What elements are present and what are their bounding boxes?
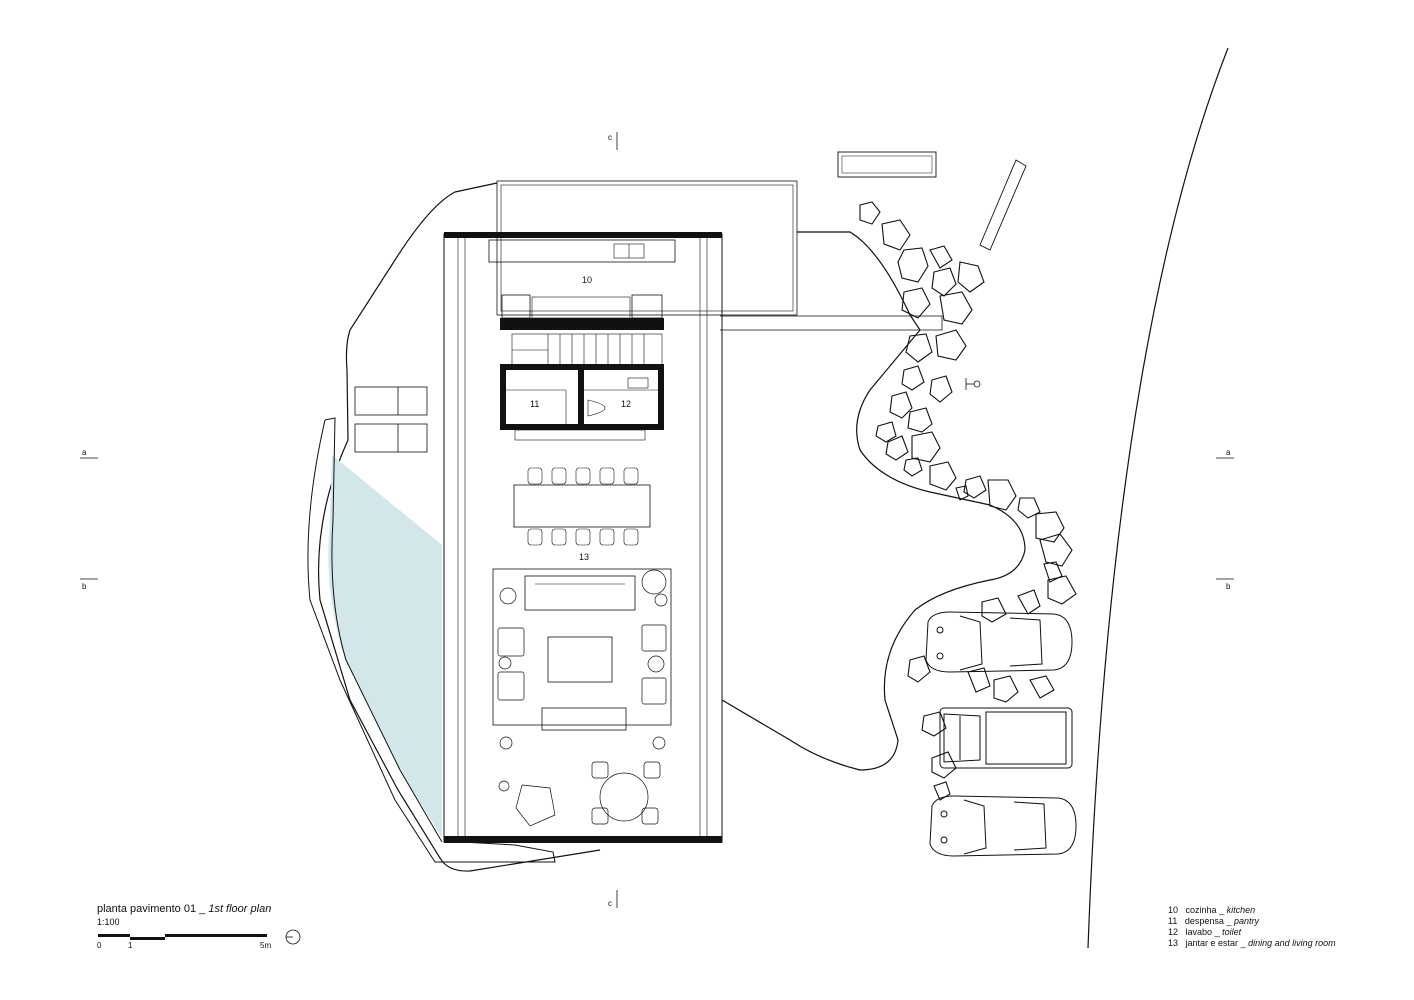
lawn-outline xyxy=(721,231,1026,771)
stepping-stones xyxy=(859,201,1077,801)
room-label-toilet: 12 xyxy=(621,399,631,409)
staircase xyxy=(511,333,663,367)
legend-row: 12 lavabo _ toilet xyxy=(1168,927,1242,937)
section-markers xyxy=(80,132,1234,908)
car-1 xyxy=(925,611,1073,673)
scale-label-1: 1 xyxy=(128,941,133,950)
section-mark-a-right: a xyxy=(1226,448,1231,457)
bench xyxy=(979,159,1027,251)
scale-label-5m: 5m xyxy=(260,941,272,950)
dining-chairs xyxy=(527,467,639,546)
dining-table xyxy=(513,484,651,528)
coffee-table xyxy=(547,636,613,683)
legend-row: 11 despensa _ pantry xyxy=(1168,916,1259,926)
caption-scale: 1:100 xyxy=(97,917,120,927)
sofa xyxy=(524,575,636,611)
pool-edge xyxy=(324,417,443,843)
scale-label-0: 0 xyxy=(97,941,102,950)
caption-title-pt: planta pavimento 01 xyxy=(97,903,197,915)
legend-row: 13 jantar e estar _ dining and living ro… xyxy=(1168,938,1336,948)
armchairs xyxy=(497,569,668,705)
lounge-furniture xyxy=(498,736,666,827)
service-block-walls xyxy=(500,364,664,430)
road-edge xyxy=(1087,47,1229,949)
car-2 xyxy=(929,795,1077,857)
terrace-outline xyxy=(317,182,601,872)
drawing-caption: planta pavimento 01 _ 1st floor plan 1:1… xyxy=(97,903,271,929)
entry-walkway xyxy=(720,315,943,331)
kitchen-counter xyxy=(488,239,676,263)
legend-row: 10 cozinha _ kitchen xyxy=(1168,905,1256,915)
section-mark-c-bottom: c xyxy=(608,899,612,908)
section-mark-b-right: b xyxy=(1226,582,1231,591)
pool xyxy=(328,455,442,838)
room-label-kitchen: 10 xyxy=(582,275,592,285)
truck xyxy=(939,707,1073,769)
section-mark-b-left: b xyxy=(82,582,87,591)
section-mark-a-left: a xyxy=(82,448,87,457)
pool-edge-outer xyxy=(307,419,556,863)
planter-box xyxy=(837,151,937,178)
room-legend: 10 cozinha _ kitchen 11 despensa _ pantr… xyxy=(1168,905,1336,949)
section-mark-c-top: c xyxy=(608,133,612,142)
room-label-living: 13 xyxy=(579,552,589,562)
garden-lamp xyxy=(965,378,981,390)
north-arrow-icon xyxy=(285,929,301,945)
caption-title-en: 1st floor plan xyxy=(208,903,272,915)
kitchen-island xyxy=(500,318,664,330)
scale-bar xyxy=(98,934,267,940)
living-rug xyxy=(492,568,672,726)
room-label-pantry: 11 xyxy=(530,399,539,409)
sun-loungers xyxy=(354,386,428,453)
rear-deck xyxy=(496,180,798,316)
caption-separator: _ xyxy=(199,903,206,915)
